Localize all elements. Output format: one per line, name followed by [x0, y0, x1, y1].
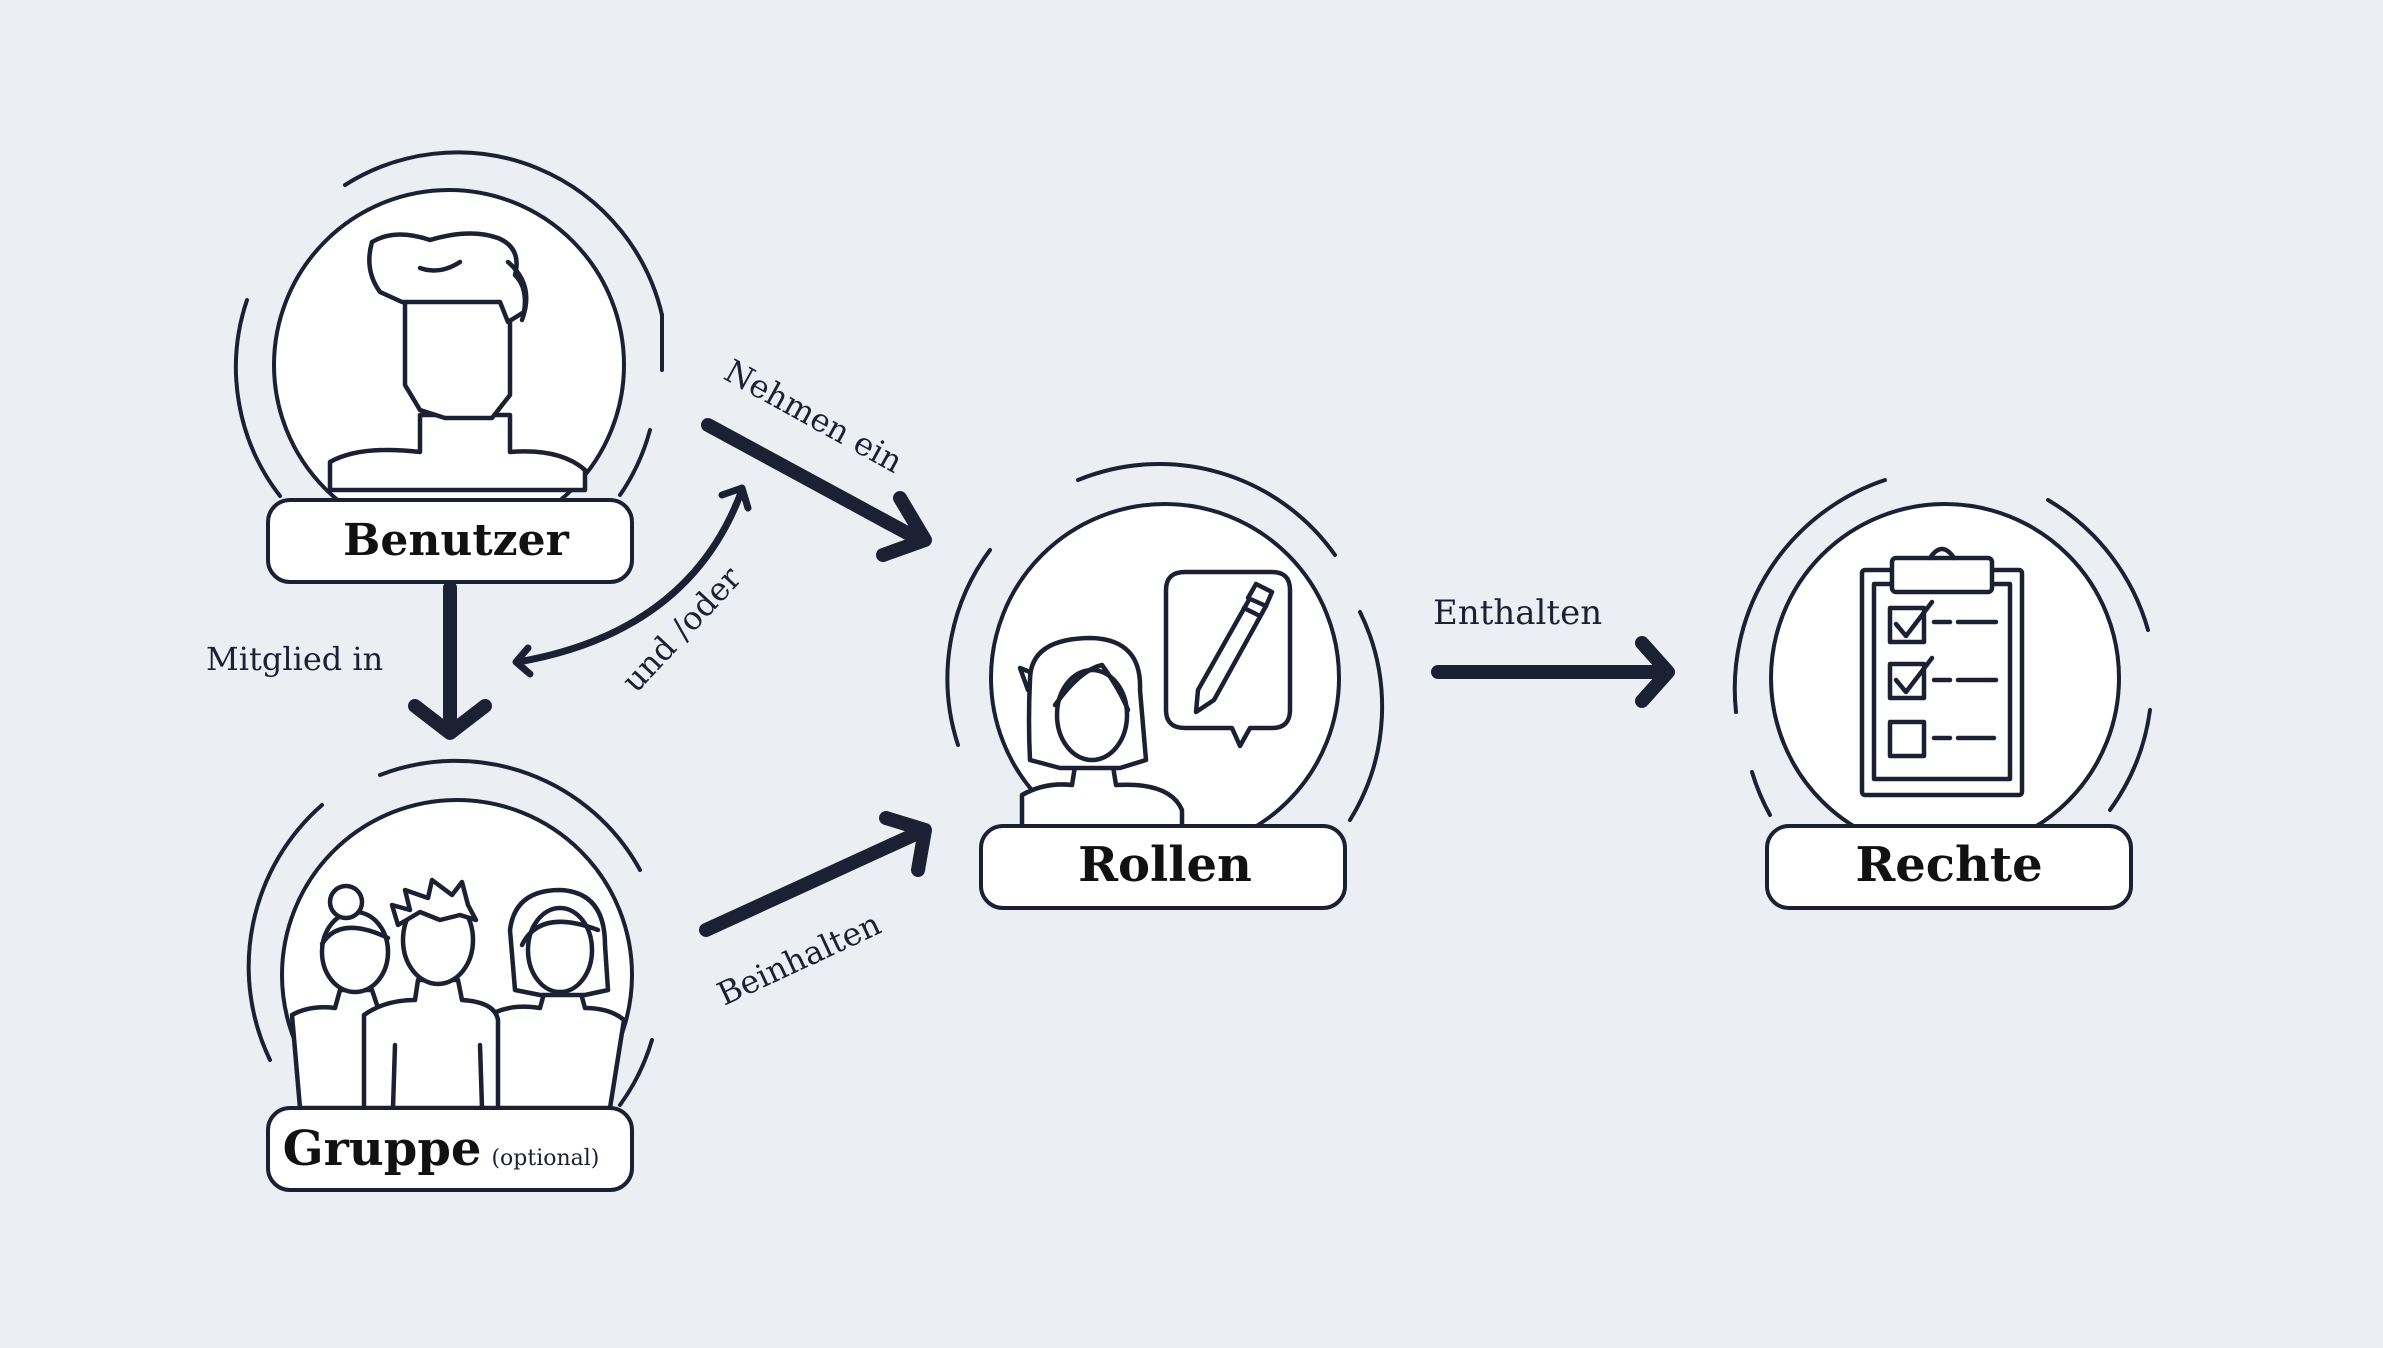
- woman-with-pencil-icon: [1017, 569, 1293, 831]
- edge-mitglied-in-arrow: [408, 581, 492, 740]
- male-user-icon: [327, 231, 588, 493]
- gruppe-halo: [246, 758, 654, 1107]
- gruppe-label-box: [266, 1106, 634, 1192]
- node-gruppe: Gruppe (optional): [246, 758, 654, 1192]
- edge-und-oder-arrow: [512, 484, 752, 678]
- edge-enthalten-arrow: [1431, 636, 1675, 708]
- gruppe-label-text: Gruppe (optional): [283, 1121, 600, 1177]
- edge-label-und-oder: und /oder: [614, 558, 749, 699]
- edge-label-enthalten: Enthalten: [1433, 593, 1602, 633]
- node-benutzer: Benutzer: [233, 150, 664, 584]
- edge-label-nehmen-ein: Nehmen ein: [718, 352, 909, 481]
- benutzer-halo: [233, 150, 664, 498]
- rechte-halo: [1732, 478, 2152, 817]
- edge-label-mitglied-in: Mitglied in: [206, 640, 383, 678]
- rollen-label: Rollen: [1078, 837, 1252, 893]
- edge-nehmen-ein-arrow: [701, 418, 932, 562]
- checklist-clipboard-icon: [1859, 546, 2025, 798]
- rollen-halo: [945, 462, 1385, 822]
- benutzer-label: Benutzer: [343, 515, 569, 566]
- gruppe-sublabel: (optional): [491, 1146, 599, 1171]
- node-rollen: Rollen: [945, 462, 1385, 910]
- group-people-icon: [289, 877, 627, 1111]
- rechte-label: Rechte: [1855, 837, 2042, 893]
- rechte-label-box: [1765, 824, 2133, 910]
- rollen-label-box: [979, 824, 1347, 910]
- node-rechte: Rechte: [1732, 478, 2152, 910]
- gruppe-label: Gruppe: [283, 1121, 482, 1177]
- edge-beinhalten-arrow: [699, 811, 932, 937]
